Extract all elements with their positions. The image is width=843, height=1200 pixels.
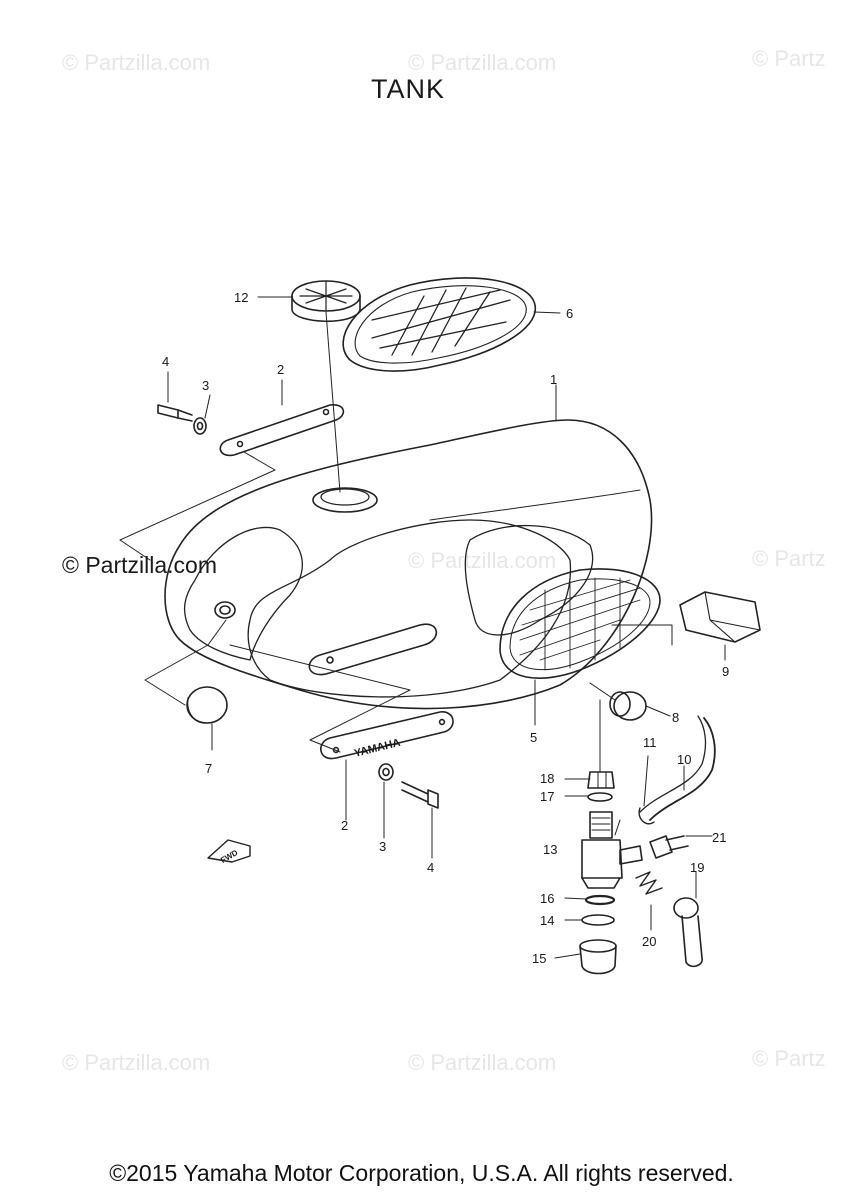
- hose-fitting: [649, 835, 689, 859]
- tank-grommet: [214, 601, 236, 619]
- tank-knee-recess: [464, 524, 594, 636]
- diagram-title: TANK: [370, 74, 445, 104]
- gasket: [584, 894, 616, 906]
- hose-clip: [638, 807, 655, 825]
- washer: [193, 417, 207, 435]
- watermark: © Partz: [752, 546, 826, 571]
- tank-damper: [679, 591, 761, 643]
- callout-3-lower: 3: [379, 839, 386, 854]
- tank-emblem-plate: [320, 711, 454, 760]
- callout-18: 18: [540, 771, 554, 786]
- callout-2-lower: 2: [341, 818, 348, 833]
- callout-1: 1: [550, 372, 557, 387]
- callout-13: 13: [543, 842, 557, 857]
- callout-20: 20: [642, 934, 656, 949]
- sediment-cup: [579, 939, 617, 975]
- rubber-damper: [186, 686, 228, 724]
- callout-2: 2: [277, 362, 284, 377]
- callout-19: 19: [690, 860, 704, 875]
- watermark: © Partzilla.com: [408, 548, 557, 573]
- callout-9: 9: [722, 664, 729, 679]
- callout-17: 17: [540, 789, 554, 804]
- watermark: © Partzilla.com: [62, 1050, 211, 1075]
- emblem-lettering: YAMAHA: [353, 737, 402, 760]
- fuel-hose: [649, 717, 716, 821]
- gasket: [587, 792, 613, 802]
- copyright-notice: ©2015 Yamaha Motor Corporation, U.S.A. A…: [109, 1160, 734, 1186]
- watermark: © Partz: [752, 1046, 826, 1071]
- callout-16: 16: [540, 891, 554, 906]
- callout-10: 10: [677, 752, 691, 767]
- bolt: [401, 781, 439, 809]
- fuel-tank-body: [164, 419, 653, 710]
- mounting-bracket: [219, 404, 345, 457]
- callout-15: 15: [532, 951, 546, 966]
- callout-11: 11: [643, 735, 657, 750]
- washer: [378, 763, 394, 781]
- watermark: © Partzilla.com: [408, 1050, 557, 1075]
- tank-crease-line: [429, 489, 641, 521]
- grommet: [609, 691, 647, 721]
- callout-labels: 1 2 3 4 5 6 7 8 9 10 11 12 13 14 15 16 1…: [162, 290, 729, 966]
- tank-side-panel: [247, 519, 572, 698]
- watermark: © Partz: [752, 46, 826, 71]
- callout-4-lower: 4: [427, 860, 434, 875]
- knee-grip-pad: [499, 568, 661, 679]
- fuel-cock-lever: [673, 897, 703, 968]
- watermark: © Partzilla.com: [408, 50, 557, 75]
- forward-arrow: [207, 839, 251, 863]
- side-emblem-outline: [342, 277, 536, 372]
- callout-6: 6: [566, 306, 573, 321]
- callout-4: 4: [162, 354, 169, 369]
- callout-3: 3: [202, 378, 209, 393]
- callout-12: 12: [234, 290, 248, 305]
- tank-left-recess: [183, 526, 303, 661]
- callout-7: 7: [205, 761, 212, 776]
- bolt: [157, 404, 193, 422]
- callout-5: 5: [530, 730, 537, 745]
- forward-label: FWD: [219, 848, 239, 865]
- callout-8: 8: [672, 710, 679, 725]
- fuel-cock-nut: [587, 771, 615, 789]
- o-ring: [581, 914, 615, 926]
- fuel-cap: [291, 280, 361, 323]
- fuel-cock: [581, 811, 643, 889]
- watermark: © Partzilla.com: [62, 50, 211, 75]
- spring: [635, 871, 663, 895]
- side-slot: [308, 623, 438, 676]
- side-emblem-grid: [371, 287, 511, 356]
- filler-neck: [312, 487, 378, 513]
- callout-14: 14: [540, 913, 554, 928]
- callout-21: 21: [712, 830, 726, 845]
- watermark: © Partzilla.com: [62, 552, 217, 578]
